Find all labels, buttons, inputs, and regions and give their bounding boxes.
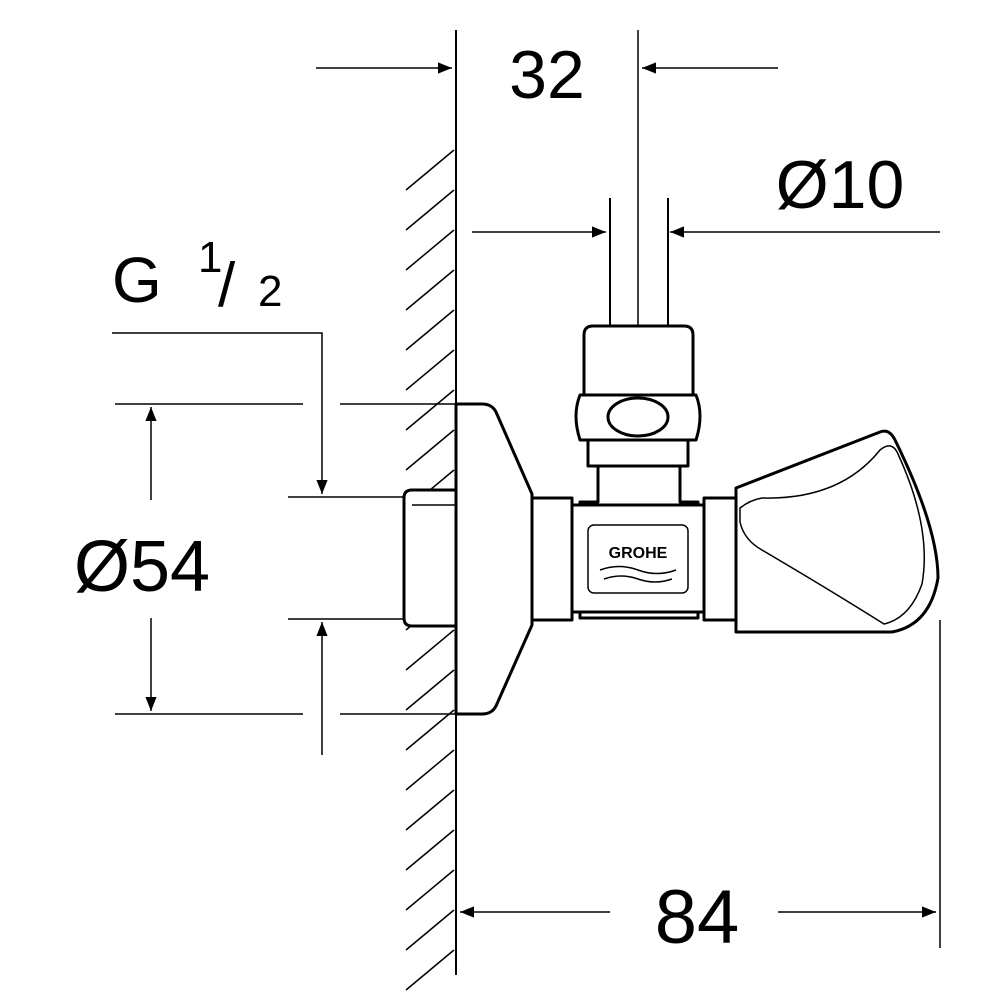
dim-84-label: 84 <box>655 875 740 960</box>
logo-plate <box>587 524 689 594</box>
hatch-line <box>405 309 455 351</box>
rosette <box>454 402 534 716</box>
hatch-line <box>405 749 455 791</box>
hatch-line <box>405 829 455 871</box>
thread-numerator: 1 <box>198 233 222 282</box>
hatch-line <box>405 669 455 711</box>
hatch-line <box>405 629 455 671</box>
thread-denominator: 2 <box>258 267 282 316</box>
thread-stub <box>402 488 458 628</box>
hatch-line <box>405 149 455 191</box>
hatch-line <box>405 389 455 431</box>
angle-valve: GROHE <box>402 198 940 716</box>
dimension-32: 32 <box>316 30 778 325</box>
thread-leader-top <box>112 332 328 494</box>
dim-32-label: 32 <box>509 37 585 113</box>
dim-10-label: Ø10 <box>776 147 905 223</box>
hatch-line <box>405 269 455 311</box>
handle-facet <box>739 445 925 625</box>
hatch-line <box>405 349 455 391</box>
thread-slash: / <box>218 251 236 320</box>
dimension-thread: G 1 / 2 <box>112 233 404 755</box>
nut-top <box>582 324 695 397</box>
valve-collar-left <box>530 496 574 622</box>
hatch-line <box>405 909 455 951</box>
dimension-pipe-diameter: Ø10 <box>472 147 940 238</box>
valve-collar-right <box>702 496 738 622</box>
hatch-line <box>405 429 455 471</box>
dim-54-label: Ø54 <box>74 527 210 607</box>
dimension-84: 84 <box>460 620 941 960</box>
nut-bottom <box>586 438 690 468</box>
hatch-line <box>405 789 455 831</box>
hatch-line <box>405 709 455 751</box>
logo-wave-2 <box>603 575 673 583</box>
dimension-rosette: Ø54 <box>74 403 456 715</box>
hatch-line <box>405 949 455 991</box>
handle <box>734 429 940 634</box>
nut-flat <box>606 396 670 438</box>
brand-logo: GROHE <box>609 545 668 562</box>
hatch-line <box>405 229 455 271</box>
thread-letter: G <box>112 244 162 316</box>
hatch-line <box>405 869 455 911</box>
logo-wave-1 <box>599 565 677 575</box>
hatch-line <box>405 189 455 231</box>
